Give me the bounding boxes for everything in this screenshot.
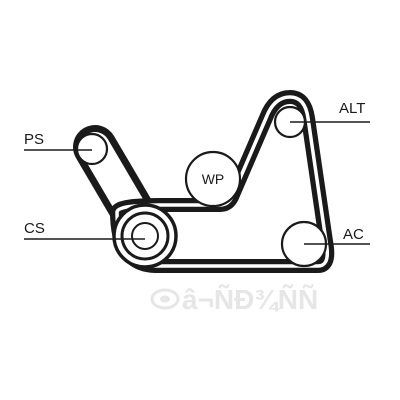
watermark-text: â¬ÑÐ¾ÑÑ: [182, 284, 318, 315]
cs-pulley: [112, 203, 178, 269]
wp-label: WP: [202, 171, 225, 187]
wp-pulley: WP: [184, 150, 242, 208]
watermark-logo: â¬ÑÐ¾ÑÑ: [150, 284, 318, 315]
cs-label: CS: [24, 220, 45, 237]
ps-pulley: [75, 132, 109, 166]
alt-label: ALT: [339, 100, 365, 117]
ac-label: AC: [343, 226, 364, 243]
watermark-icon: [150, 288, 180, 310]
ps-label: PS: [24, 131, 44, 148]
leader-lines: [24, 121, 370, 245]
